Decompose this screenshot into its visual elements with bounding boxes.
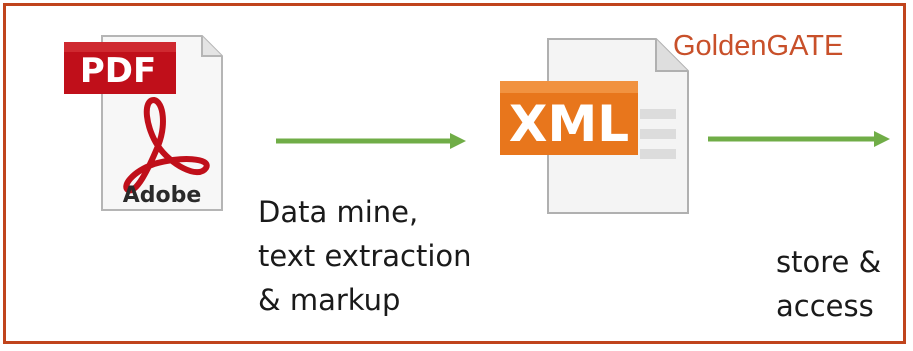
xml-document-icon: XML <box>500 35 695 220</box>
step-2-caption-line: access <box>776 289 874 323</box>
arrow-step-2 <box>706 124 906 154</box>
xml-badge-text: XML <box>509 95 629 153</box>
step-2-caption-line: store & <box>776 245 882 279</box>
step-1-caption: Data mine, text extraction & markup <box>258 190 472 322</box>
step-1-caption-line: & markup <box>258 283 401 317</box>
pdf-brand-text: Adobe <box>123 183 202 208</box>
pdf-document-icon: PDF Adobe <box>62 30 227 215</box>
step-2-caption: store & access <box>776 240 881 328</box>
goldengate-label: GoldenGATE <box>673 30 844 62</box>
pdf-badge-text: PDF <box>80 51 156 91</box>
step-1-caption-line: text extraction <box>258 239 472 273</box>
arrow-step-1 <box>274 126 474 156</box>
step-1-caption-line: Data mine, <box>258 195 419 229</box>
diagram-frame <box>3 3 906 344</box>
